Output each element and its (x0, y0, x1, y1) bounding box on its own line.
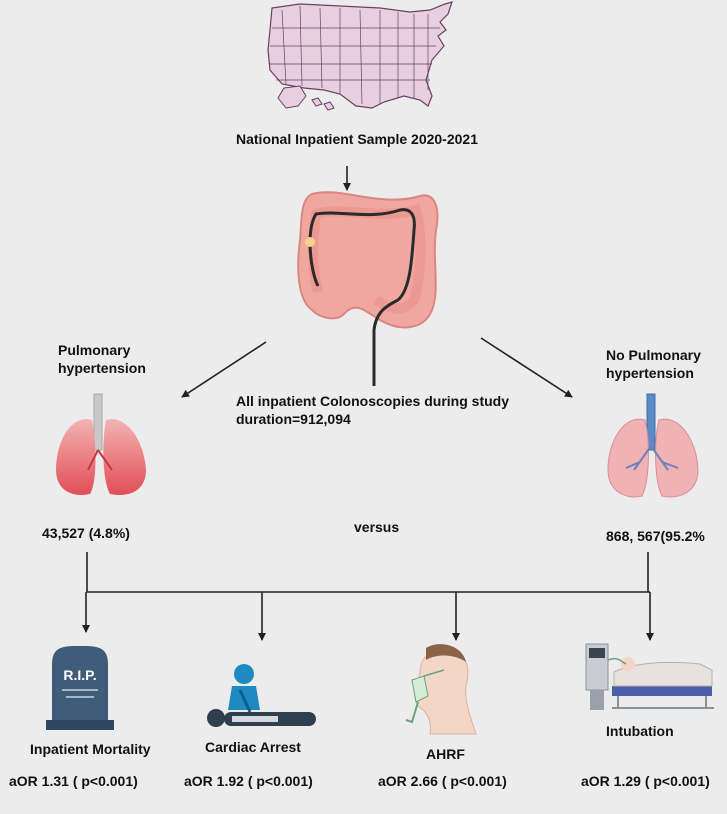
face-mask-icon (405, 644, 477, 735)
usa-map-icon (267, 1, 453, 111)
source-label: National Inpatient Sample 2020-2021 (236, 131, 478, 147)
lungs-ph-icon (56, 393, 146, 495)
outcome-stat-mortality: aOR 1.31 ( p<0.001) (9, 773, 138, 789)
outcome-stat-cardiac-arrest: aOR 1.92 ( p<0.001) (184, 773, 313, 789)
tombstone-icon: R.I.P. (46, 646, 114, 730)
tombstone-text: R.I.P. (63, 667, 96, 683)
outcome-name-mortality: Inpatient Mortality (30, 741, 151, 757)
comparison-label: versus (354, 519, 400, 535)
group-no-ph-count: 868, 567(95.2% (606, 528, 705, 544)
connector-lines (82, 552, 654, 641)
ventilator-bed-icon (585, 643, 714, 710)
outcome-stat-intubation: aOR 1.29 ( p<0.001) (581, 773, 710, 789)
outcome-name-intubation: Intubation (606, 723, 674, 739)
cpr-icon (207, 664, 316, 727)
group-ph-count: 43,527 (4.8%) (42, 525, 130, 541)
colon-icon (297, 191, 439, 386)
outcome-name-ahrf: AHRF (426, 746, 465, 762)
outcome-name-cardiac-arrest: Cardiac Arrest (205, 739, 301, 755)
total-label: All inpatient Colonoscopies during study… (236, 393, 510, 427)
lungs-normal-icon (607, 393, 699, 498)
group-no-ph-title: No Pulmonary hypertension (606, 347, 701, 381)
outcome-stat-ahrf: aOR 2.66 ( p<0.001) (378, 773, 507, 789)
group-ph-title: Pulmonary hypertension (58, 342, 146, 376)
